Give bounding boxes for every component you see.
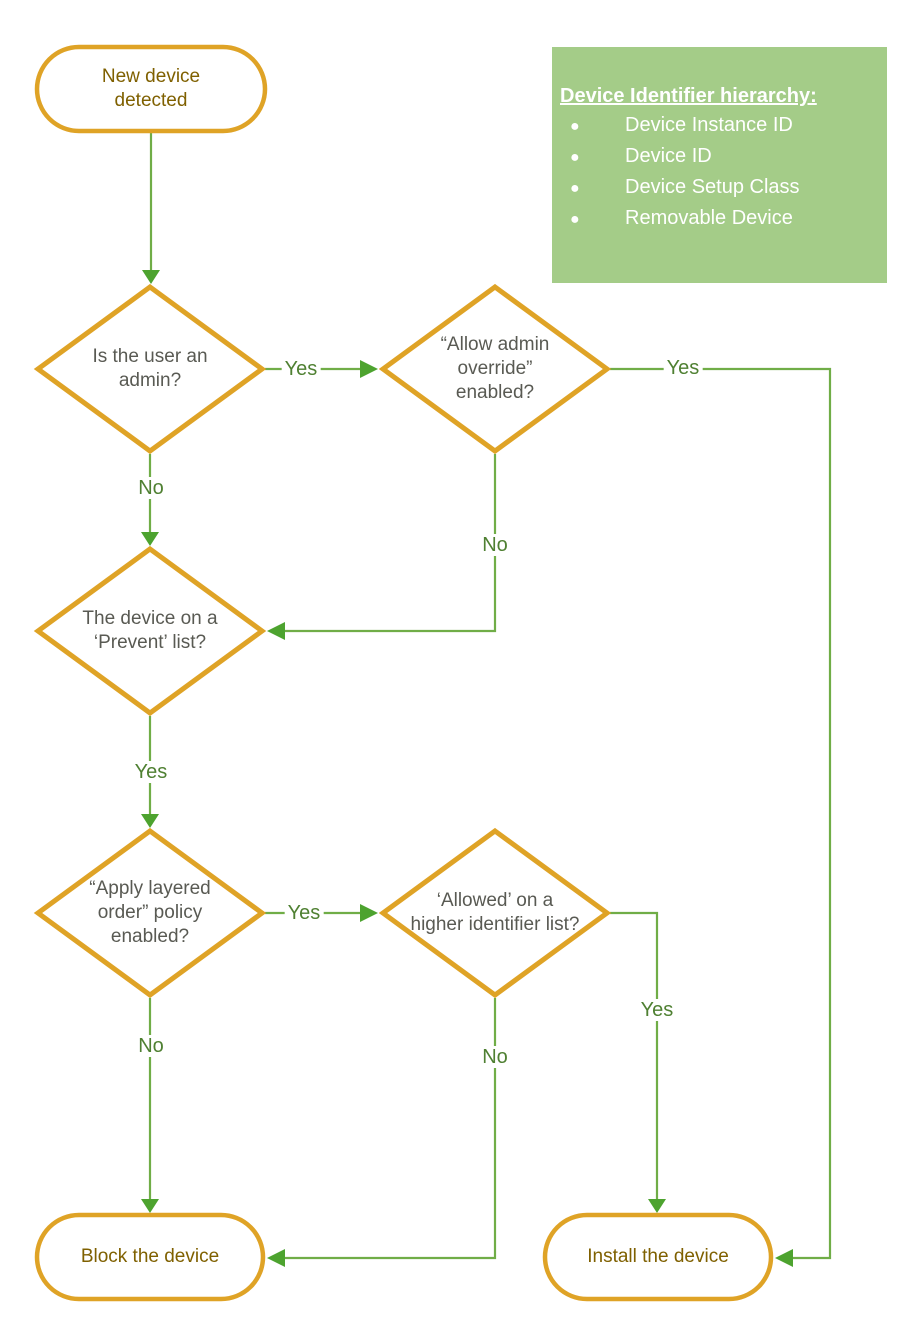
arrowhead-into-layered: [141, 814, 159, 828]
decision-override-shape: [378, 283, 612, 455]
device-identifier-legend: Device Identifier hierarchy: ● Device In…: [552, 47, 887, 283]
connector-allowed-yes: [610, 911, 659, 1200]
edge-label-layered-no: No: [135, 1035, 167, 1057]
legend-item: ● Device ID: [560, 145, 877, 176]
arrowhead-into-allowed: [360, 904, 378, 922]
edge-label-prevent-yes: Yes: [131, 761, 171, 783]
legend-item: ● Device Setup Class: [560, 176, 877, 207]
legend-item-text: Removable Device: [625, 207, 793, 229]
decision-admin-shape: [33, 283, 267, 455]
arrowhead-into-block-top: [141, 1199, 159, 1213]
edge-label-admin-yes: Yes: [281, 358, 321, 380]
edge-label-admin-no: No: [135, 477, 167, 499]
bullet-icon: ●: [570, 180, 580, 197]
connector-override-yes: [610, 367, 832, 1260]
start-node-shape: [34, 44, 268, 134]
decision-allowed-shape: [378, 827, 612, 999]
arrowhead-into-install-right: [775, 1249, 793, 1267]
bullet-icon: ●: [570, 118, 580, 135]
legend-item: ● Device Instance ID: [560, 114, 877, 145]
arrowhead-into-admin: [142, 270, 160, 284]
edge-label-layered-yes: Yes: [284, 902, 324, 924]
edge-label-allowed-no: No: [479, 1046, 511, 1068]
install-node-shape: [542, 1212, 774, 1302]
decision-layered-shape: [33, 827, 267, 999]
arrowhead-into-prevent-right: [267, 622, 285, 640]
legend-title: Device Identifier hierarchy:: [560, 85, 817, 107]
arrowhead-into-prevent-top: [141, 532, 159, 546]
legend-item-text: Device ID: [625, 145, 712, 167]
bullet-icon: ●: [570, 211, 580, 228]
bullet-icon: ●: [570, 149, 580, 166]
connector-override-no: [282, 454, 497, 633]
legend-item-text: Device Setup Class: [625, 176, 800, 198]
block-node-shape: [34, 1212, 266, 1302]
arrowhead-into-override: [360, 360, 378, 378]
arrowhead-into-install-top: [648, 1199, 666, 1213]
connector-allowed-no: [282, 998, 497, 1260]
decision-prevent-shape: [33, 545, 267, 717]
edge-label-override-yes: Yes: [663, 357, 703, 379]
legend-item-text: Device Instance ID: [625, 114, 793, 136]
arrowhead-into-block-right: [267, 1249, 285, 1267]
edge-label-allowed-yes: Yes: [637, 999, 677, 1021]
legend-item: ● Removable Device: [560, 207, 877, 238]
edge-label-override-no: No: [479, 534, 511, 556]
